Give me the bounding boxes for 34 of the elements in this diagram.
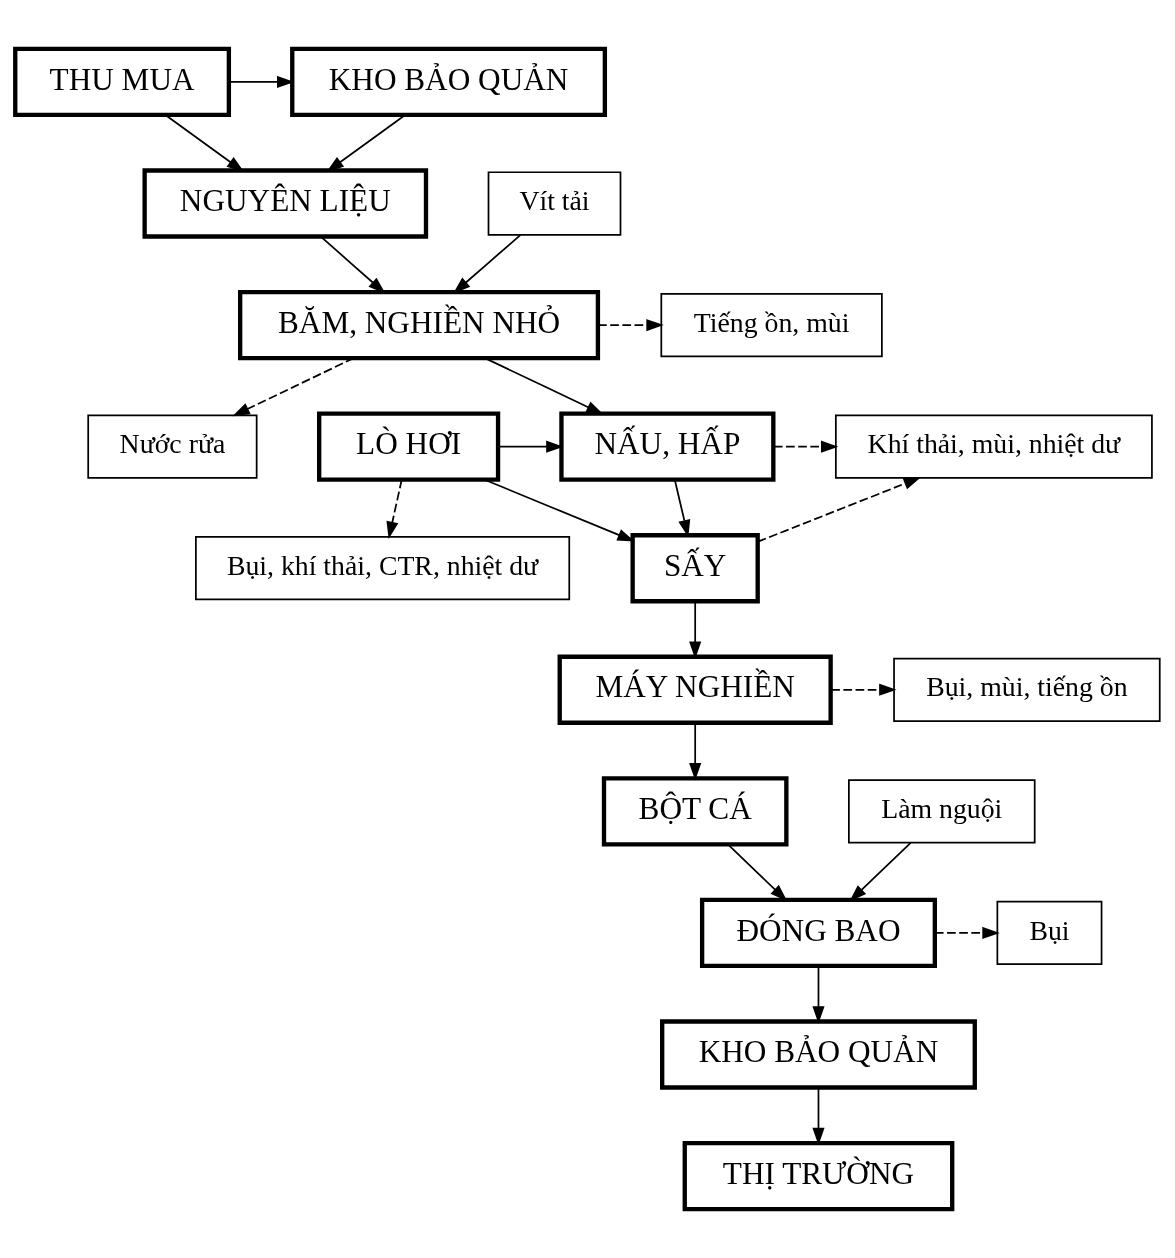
- arrow: [934, 926, 1000, 939]
- node-box: BỘT CÁ: [601, 776, 789, 847]
- node-box: Bụi, khí thải, CTR, nhiệt dư: [195, 536, 571, 601]
- arrow: [326, 114, 406, 172]
- node-box: BĂM, NGHIỀN NHỎ: [238, 289, 601, 361]
- node-box: Vít tải: [487, 171, 622, 236]
- node-box: Bụi, mùi, tiếng ồn: [893, 657, 1161, 722]
- node-box: Nước rửa: [87, 414, 258, 479]
- arrow: [812, 965, 825, 1024]
- node-box: NGUYÊN LIỆU: [142, 168, 429, 239]
- node-box: Khí thải, mùi, nhiệt dư: [835, 414, 1153, 479]
- node-box: KHO BẢO QUẢN: [290, 46, 608, 118]
- arrow: [483, 478, 635, 542]
- arrow: [830, 683, 897, 696]
- arrow: [597, 319, 664, 332]
- node-box: Bụi: [996, 900, 1103, 966]
- node-box: NẤU, HẤP: [559, 411, 776, 482]
- arrow: [757, 477, 921, 543]
- node-box: KHO BẢO QUẢN: [660, 1019, 977, 1090]
- node-box: MÁY NGHIỀN: [557, 654, 833, 725]
- node-box: THU MUA: [13, 46, 232, 118]
- arrow: [484, 357, 604, 415]
- arrow: [164, 114, 245, 172]
- node-box: Làm nguội: [848, 779, 1036, 844]
- node-box: ĐÓNG BAO: [699, 897, 937, 969]
- arrow: [497, 440, 564, 453]
- arrow: [773, 440, 839, 453]
- node-box: THỊ TRƯỜNG: [682, 1140, 955, 1212]
- arrow: [689, 722, 702, 781]
- arrow: [232, 357, 355, 417]
- node-box: Tiếng ồn, mùi: [660, 292, 883, 358]
- arrow: [386, 479, 403, 539]
- node-box: SẤY: [630, 533, 760, 604]
- node-box: LÒ HƠI: [317, 411, 501, 482]
